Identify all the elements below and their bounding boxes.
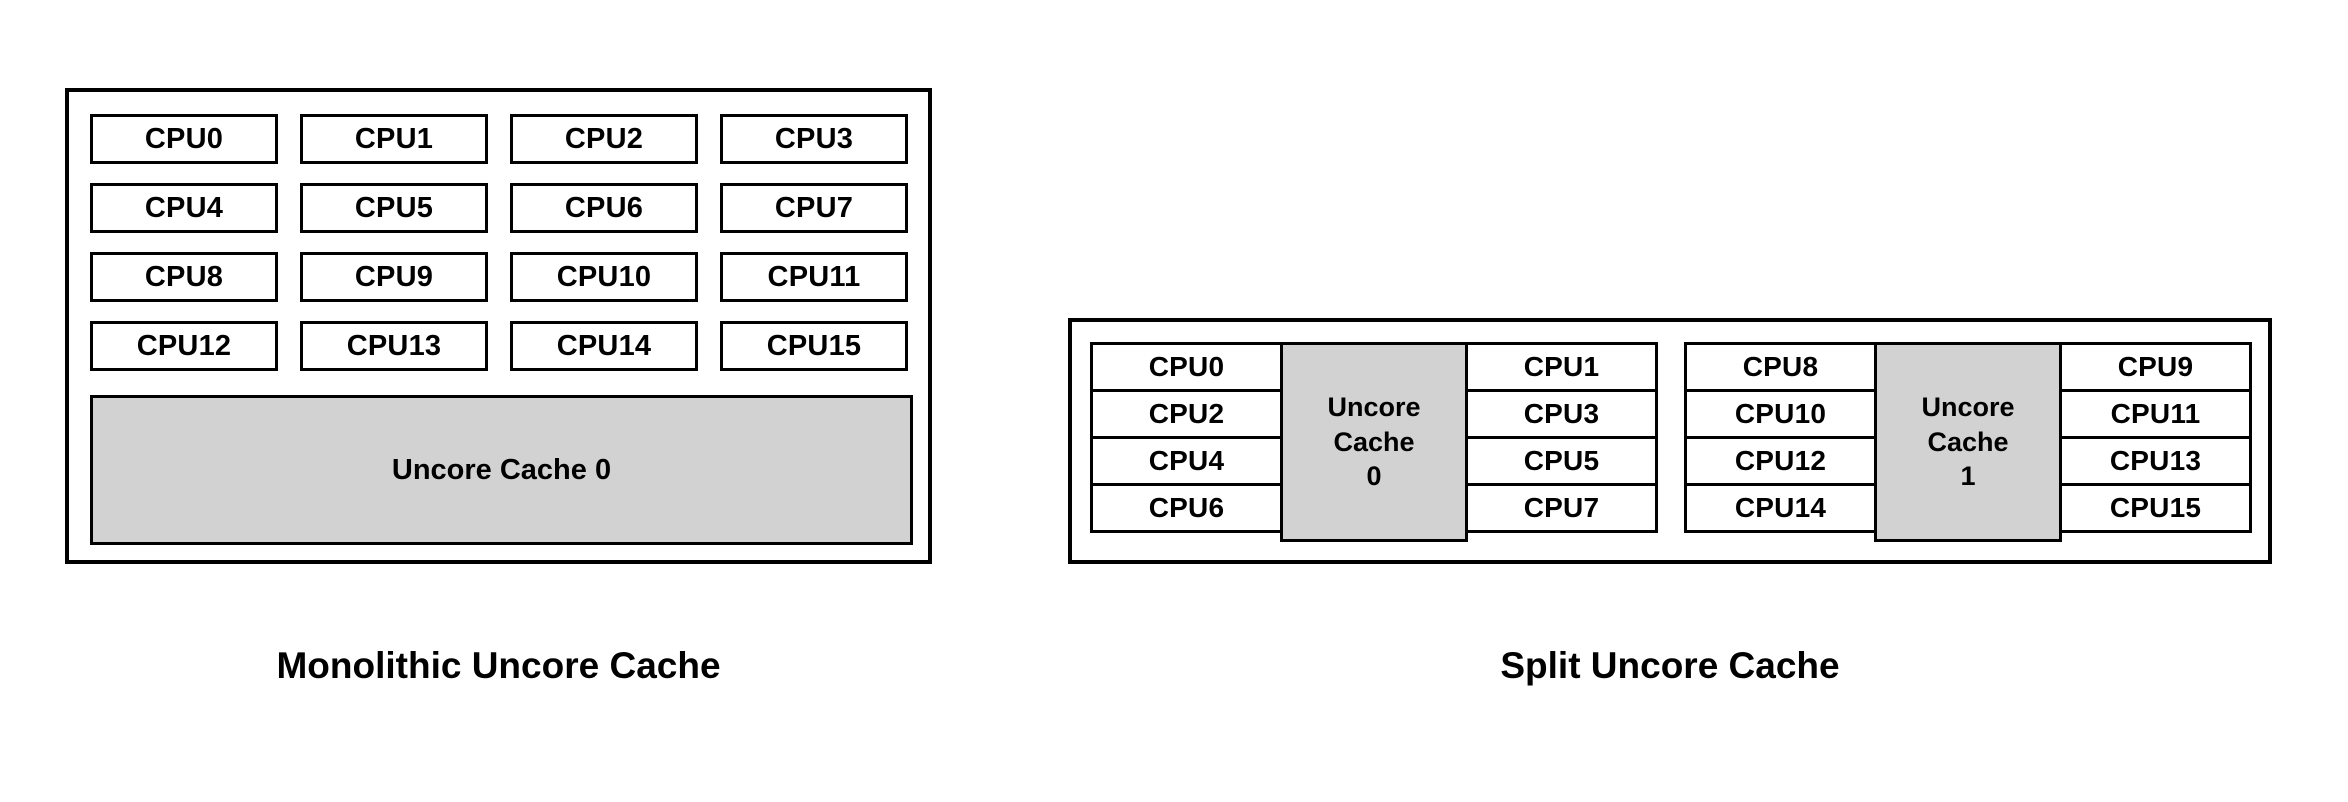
cpu-column-right: CPU9 CPU11 CPU13 CPU15 [2059, 342, 2252, 542]
cpu-box: CPU6 [1090, 483, 1283, 533]
cpu-box: CPU9 [2059, 342, 2252, 392]
cpu-box: CPU2 [510, 114, 698, 164]
cpu-box: CPU1 [1465, 342, 1658, 392]
cpu-box: CPU1 [300, 114, 488, 164]
cpu-box: CPU13 [2059, 436, 2252, 486]
cpu-box: CPU11 [720, 252, 908, 302]
cpu-box: CPU10 [1684, 389, 1877, 439]
monolithic-cpu-grid: CPU0 CPU1 CPU2 CPU3 CPU4 CPU5 CPU6 CPU7 … [90, 114, 913, 371]
cpu-box: CPU7 [1465, 483, 1658, 533]
cpu-box: CPU12 [90, 321, 278, 371]
uncore-cache-box: Uncore Cache 0 [90, 395, 913, 545]
cpu-box: CPU9 [300, 252, 488, 302]
cpu-box: CPU0 [90, 114, 278, 164]
monolithic-panel-caption: Monolithic Uncore Cache [276, 645, 721, 686]
cpu-box: CPU5 [1465, 436, 1658, 486]
cpu-box: CPU6 [510, 183, 698, 233]
monolithic-uncore-cache-panel: CPU0 CPU1 CPU2 CPU3 CPU4 CPU5 CPU6 CPU7 … [65, 88, 932, 564]
cpu-box: CPU2 [1090, 389, 1283, 439]
cpu-box: CPU7 [720, 183, 908, 233]
uncore-cache-label-line1: Uncore [1327, 392, 1421, 423]
split-cluster: CPU0 CPU2 CPU4 CPU6 Uncore Cache 0 CPU1 … [1090, 342, 1664, 542]
uncore-cache-box: Uncore Cache 0 [1280, 342, 1468, 542]
uncore-cache-box: Uncore Cache 1 [1874, 342, 2062, 542]
cpu-box: CPU11 [2059, 389, 2252, 439]
cpu-box: CPU3 [1465, 389, 1658, 439]
cpu-box: CPU15 [720, 321, 908, 371]
cpu-box: CPU8 [1684, 342, 1877, 392]
cpu-column-right: CPU1 CPU3 CPU5 CPU7 [1465, 342, 1658, 542]
split-panel-caption: Split Uncore Cache [1500, 645, 1840, 686]
cpu-box: CPU13 [300, 321, 488, 371]
cpu-box: CPU14 [510, 321, 698, 371]
cpu-box: CPU12 [1684, 436, 1877, 486]
cpu-box: CPU4 [90, 183, 278, 233]
cpu-box: CPU0 [1090, 342, 1283, 392]
uncore-cache-label-line3: 1 [1960, 461, 1976, 492]
cpu-box: CPU3 [720, 114, 908, 164]
cpu-box: CPU15 [2059, 483, 2252, 533]
split-uncore-cache-panel: CPU0 CPU2 CPU4 CPU6 Uncore Cache 0 CPU1 … [1068, 318, 2272, 564]
uncore-cache-label-line1: Uncore [1921, 392, 2015, 423]
cpu-column-left: CPU8 CPU10 CPU12 CPU14 [1684, 342, 1877, 542]
uncore-cache-label-line2: Cache [1333, 426, 1415, 457]
cpu-box: CPU4 [1090, 436, 1283, 486]
split-cluster: CPU8 CPU10 CPU12 CPU14 Uncore Cache 1 CP… [1684, 342, 2258, 542]
cpu-box: CPU8 [90, 252, 278, 302]
cpu-column-left: CPU0 CPU2 CPU4 CPU6 [1090, 342, 1283, 542]
cpu-box: CPU10 [510, 252, 698, 302]
cpu-box: CPU14 [1684, 483, 1877, 533]
cpu-box: CPU5 [300, 183, 488, 233]
uncore-cache-label-line2: Cache [1927, 426, 2009, 457]
uncore-cache-label-line3: 0 [1366, 461, 1382, 492]
